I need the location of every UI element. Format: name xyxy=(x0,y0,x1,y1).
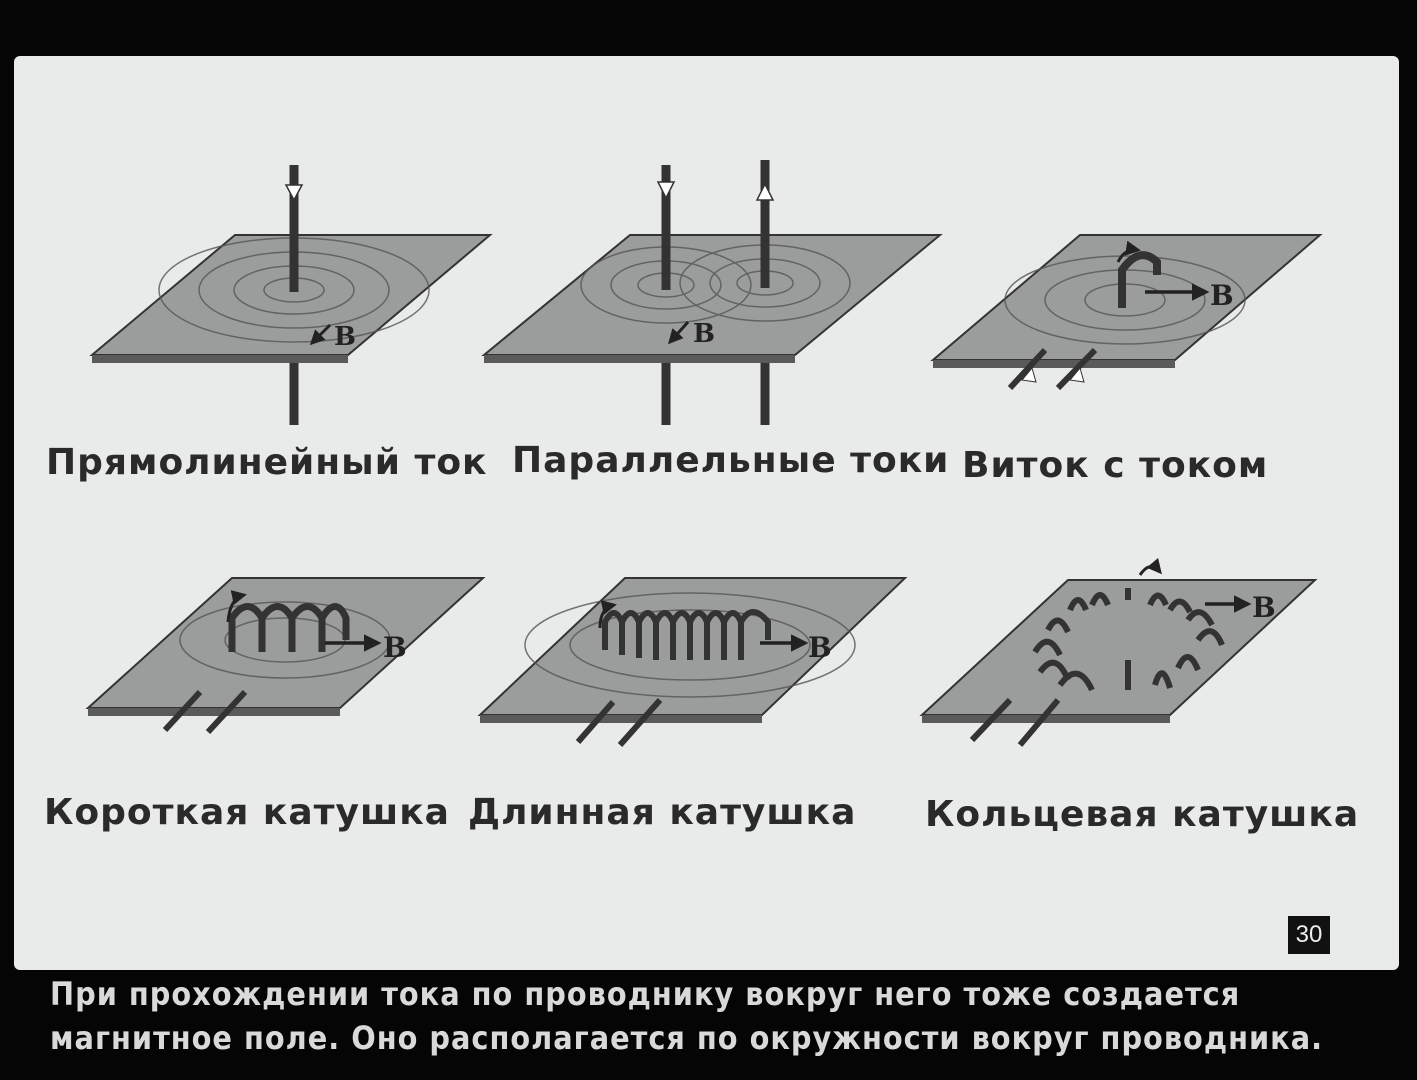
b-label-6: B xyxy=(1252,591,1276,624)
b-label-1: B xyxy=(334,322,356,352)
label-current-loop: Виток с током xyxy=(962,445,1269,486)
label-parallel-currents: Параллельные токи xyxy=(512,440,950,481)
label-toroidal-coil: Кольцевая катушка xyxy=(925,794,1360,835)
short-coil-diagram: B xyxy=(85,577,486,735)
slide-frame xyxy=(14,56,1399,970)
b-label-5: B xyxy=(808,631,832,664)
caption-line-1: При прохождении тока по проводнику вокру… xyxy=(50,975,1241,1013)
caption: При прохождении тока по проводнику вокру… xyxy=(50,972,1350,1060)
parallel-currents-diagram: B xyxy=(481,160,943,425)
toroidal-coil-diagram: B xyxy=(919,557,1318,747)
label-short-coil: Короткая катушка xyxy=(44,792,450,833)
straight-current-diagram: B xyxy=(89,165,493,425)
label-long-coil: Длинная катушка xyxy=(468,792,857,833)
b-label-2: B xyxy=(693,319,715,349)
long-coil-diagram: B xyxy=(477,577,908,747)
caption-line-2: магнитное поле. Оно располагается по окр… xyxy=(50,1019,1324,1057)
page-number: 30 xyxy=(1288,916,1330,954)
label-straight-current: Прямолинейный ток xyxy=(46,442,488,483)
b-label-3: B xyxy=(1210,279,1234,312)
b-label-4: B xyxy=(383,631,407,664)
current-loop-diagram: B xyxy=(930,234,1323,391)
